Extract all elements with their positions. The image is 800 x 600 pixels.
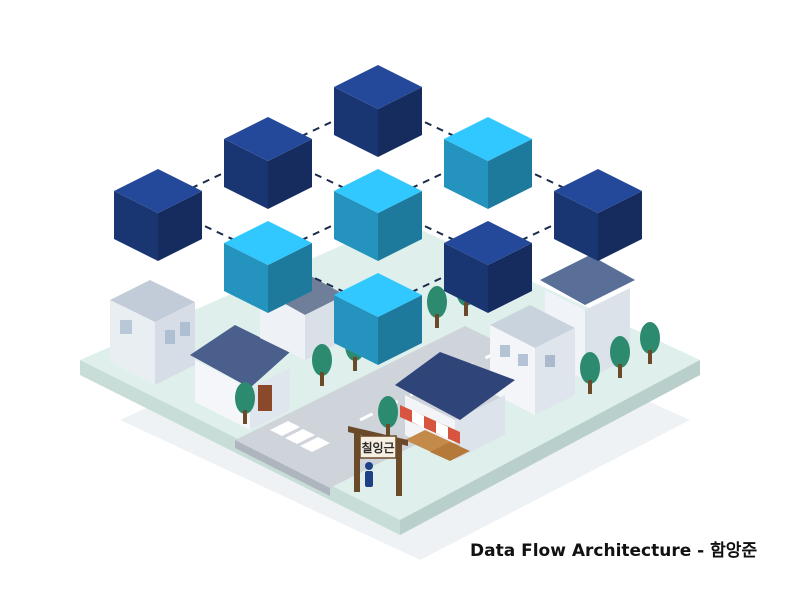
cube-top xyxy=(334,65,422,157)
sign-label: 칠잉근 xyxy=(361,440,394,455)
building-house-left xyxy=(190,325,290,430)
cube-lower-right xyxy=(444,221,532,313)
cube-left xyxy=(114,169,202,261)
cube-upper-left xyxy=(224,117,312,209)
striped-awning xyxy=(400,405,460,444)
person-figure xyxy=(365,462,373,487)
cube-right xyxy=(554,169,642,261)
cube-lower-left xyxy=(224,221,312,313)
cube-center xyxy=(334,169,422,261)
crosswalk xyxy=(270,421,330,452)
caption: Data Flow Architecture - 함앙준 xyxy=(470,541,758,561)
cube-bottom xyxy=(334,273,422,365)
network-cubes xyxy=(114,65,642,365)
building-right-front xyxy=(490,305,575,415)
market-stall xyxy=(395,352,515,461)
building-office-left xyxy=(110,280,195,385)
cube-upper-right xyxy=(444,117,532,209)
signpost: 칠잉근 xyxy=(348,426,408,496)
